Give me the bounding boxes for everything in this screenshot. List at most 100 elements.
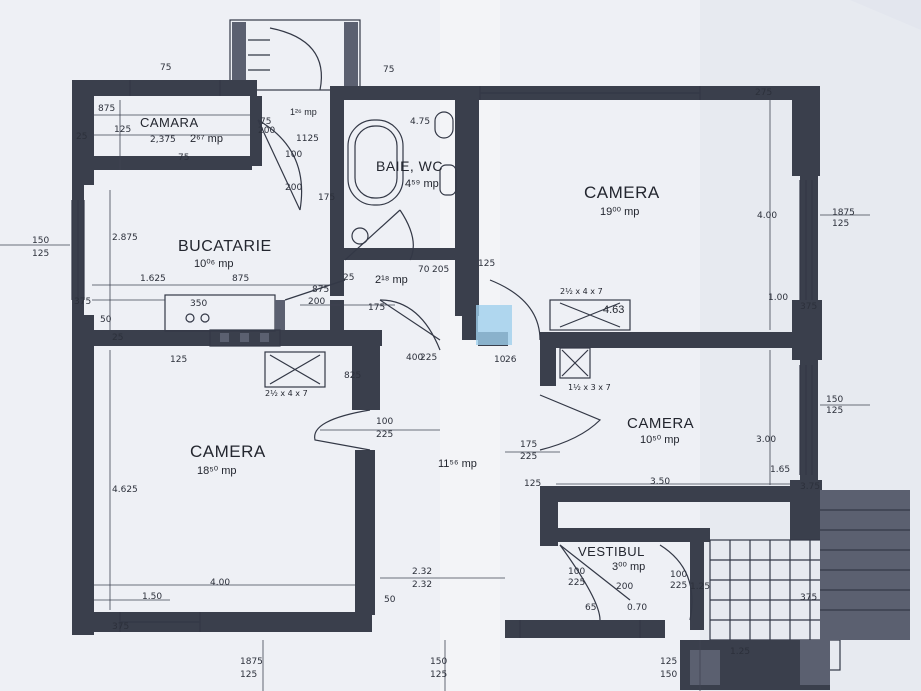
dim-text: 1.65 <box>770 465 790 475</box>
dim-text: 150 <box>660 670 677 680</box>
interior-walls <box>72 96 805 630</box>
dim-text: 375 <box>800 302 817 312</box>
dim-text: 1.625 <box>140 274 166 284</box>
dim-text: 75 <box>160 63 171 73</box>
dim-text: 205 <box>432 265 449 275</box>
terrace-steps <box>680 490 910 690</box>
dim-text: 10 <box>494 355 506 365</box>
dim-text: 150 <box>32 236 49 246</box>
dim-text: 1.00 <box>768 293 788 303</box>
room-area-camera-sw: 18⁵⁰ mp <box>197 465 237 477</box>
dim-text: 100 <box>670 570 687 580</box>
dim-text: 350 <box>190 299 207 309</box>
dim-text: 875 <box>232 274 249 284</box>
dim-text: 3.75 <box>800 482 820 492</box>
dim-text: 125 <box>524 479 541 489</box>
dim-text: 25 <box>343 273 354 283</box>
dim-text: 65 <box>585 603 596 613</box>
north-stairs <box>229 19 361 91</box>
dim-text: 1125 <box>296 134 319 144</box>
dim-text: 375 <box>112 622 129 632</box>
dim-text: 1875 <box>240 657 263 667</box>
dim-text: 25 <box>76 132 87 142</box>
dim-text: 125 <box>430 670 447 680</box>
dim-text: 0.70 <box>627 603 647 613</box>
heater-note-se: 1½ x 3 x 7 <box>568 383 611 392</box>
dim-text: 70 <box>418 265 430 275</box>
dim-text: 50 <box>100 315 112 325</box>
dim-text: 125 <box>826 406 843 416</box>
room-area-bucatarie: 10⁰⁶ mp <box>194 258 234 270</box>
dim-text: 50 <box>384 595 396 605</box>
heater-note-ne: 2½ x 4 x 7 <box>560 287 603 296</box>
dim-text: 75 <box>178 153 189 163</box>
tape-patch <box>476 305 512 345</box>
dim-text: 4.00 <box>210 578 230 588</box>
sink-fixture <box>439 164 457 196</box>
dim-text: 875 <box>312 285 329 295</box>
dim-text: 4.75 <box>410 117 430 127</box>
dim-text: 2.32 <box>412 567 432 577</box>
dim-text: 75 <box>260 117 271 127</box>
dim-text: 2,375 <box>150 135 176 145</box>
dimension-lines <box>0 100 870 691</box>
room-name-camera-se: CAMERA <box>627 415 694 432</box>
dim-text: 25 <box>112 333 123 343</box>
dim-text: 125 <box>240 670 257 680</box>
dim-text: 400 <box>406 353 423 363</box>
dim-text: 175 <box>368 303 385 313</box>
room-area-vestibul: 3⁰⁰ mp <box>612 561 645 573</box>
room-area-camara: 2⁶⁷ mp <box>190 133 223 145</box>
room-area-baie: 4⁵⁹ mp <box>405 178 439 190</box>
dim-text: 150 <box>430 657 447 667</box>
dim-text: 225 <box>376 430 393 440</box>
dim-text: 1.25 <box>690 582 710 592</box>
wc-fixture <box>434 111 454 139</box>
dim-text: 225 <box>670 581 687 591</box>
dim-text: 125 <box>32 249 49 259</box>
dim-text: 375 <box>800 593 817 603</box>
room-area-hol-mic: 2¹⁸ mp <box>375 274 408 286</box>
kitchen-stove <box>185 313 281 347</box>
dim-text: 825 <box>344 371 361 381</box>
dim-text: 125 <box>832 219 849 229</box>
dim-text: 175 <box>520 440 537 450</box>
dim-text: 875 <box>98 104 115 114</box>
doors <box>257 119 693 621</box>
dim-text: 150 <box>826 395 843 405</box>
dim-text: 200 <box>616 582 633 592</box>
dim-text: 175 <box>318 193 335 203</box>
room-name-baie: BAIE, WC <box>376 158 443 174</box>
room-name-camera-sw: CAMERA <box>190 442 266 461</box>
dim-text: 1875 <box>832 208 855 218</box>
dim-text: 225 <box>568 578 585 588</box>
windows <box>71 80 813 638</box>
bathtub <box>347 119 404 206</box>
dim-text: 75 <box>383 65 394 75</box>
dim-text: 4.625 <box>112 485 138 495</box>
room-area-hol: 11⁵⁶ mp <box>438 458 477 470</box>
dim-text: 125 <box>170 355 187 365</box>
dim-text: 3.00 <box>756 435 776 445</box>
dim-text: 200 <box>285 183 302 193</box>
dim-text: 125 <box>478 259 495 269</box>
dim-text: 100 <box>285 150 302 160</box>
dim-text: 125 <box>660 657 677 667</box>
dimension-texts: 75 75 75 875 125 25 2,375 200 1125 4.75 … <box>32 63 855 680</box>
dim-text: 100 <box>376 417 393 427</box>
dim-text: 225 <box>420 353 437 363</box>
dim-text: 375 <box>74 297 91 307</box>
dim-text: 2.32 <box>412 580 432 590</box>
dim-text: 1.50 <box>142 592 162 602</box>
room-name-bucatarie: BUCATARIE <box>178 238 272 255</box>
dim-text: 100 <box>568 567 585 577</box>
dim-text: 26 <box>505 355 517 365</box>
room-name-camara: CAMARA <box>140 115 199 130</box>
room-name-camera-ne: CAMERA <box>584 183 660 202</box>
heater-note-sw: 2½ x 4 x 7 <box>265 389 308 398</box>
toilet-fixture <box>351 227 369 245</box>
dim-text: 125 <box>114 125 131 135</box>
room-area-camera-se: 10⁵⁰ mp <box>640 434 680 446</box>
dim-text: 275 <box>755 88 772 98</box>
